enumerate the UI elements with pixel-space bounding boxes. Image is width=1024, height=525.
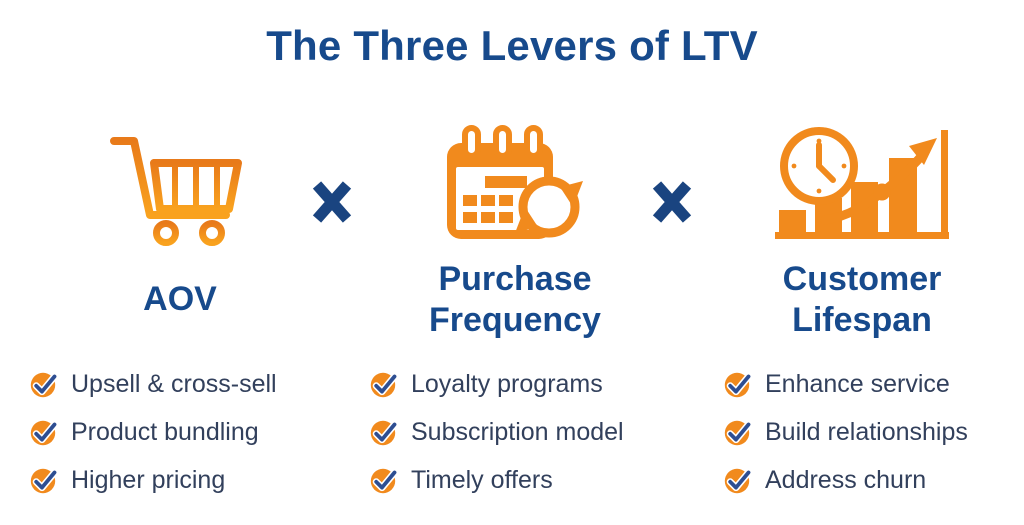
list-item: Enhance service — [724, 370, 1012, 399]
column-purchase-frequency: Purchase Frequency Loyalty programs Subs… — [362, 0, 668, 525]
list-item-label: Enhance service — [765, 370, 950, 398]
check-icon — [724, 467, 752, 495]
check-icon — [370, 467, 398, 495]
list-item-label: Product bundling — [71, 418, 259, 446]
check-icon — [724, 419, 752, 447]
column-aov: AOV Upsell & cross-sell Product bundling… — [22, 0, 338, 525]
multiply-icon — [302, 176, 362, 224]
list-item-label: Build relationships — [765, 418, 968, 446]
list-item: Higher pricing — [30, 466, 338, 495]
column-customer-lifespan: Customer Lifespan Enhance service Build … — [712, 0, 1012, 525]
column-heading: Customer Lifespan — [782, 259, 942, 339]
check-icon — [370, 371, 398, 399]
list-item-label: Upsell & cross-sell — [71, 370, 277, 398]
multiply-icon — [642, 176, 702, 224]
list-item-label: Timely offers — [411, 466, 553, 494]
column-heading: Purchase Frequency — [429, 259, 601, 339]
list-item: Build relationships — [724, 418, 1012, 447]
benefit-list: Enhance service Build relationships Addr… — [724, 370, 1012, 495]
list-item: Timely offers — [370, 466, 668, 495]
list-item-label: Subscription model — [411, 418, 624, 446]
check-icon — [370, 419, 398, 447]
check-icon — [724, 371, 752, 399]
list-item: Loyalty programs — [370, 370, 668, 399]
column-heading: AOV — [143, 280, 217, 319]
list-item: Product bundling — [30, 418, 338, 447]
calendar-recurring-icon — [362, 116, 668, 252]
page-title: The Three Levers of LTV — [266, 22, 758, 69]
list-item-label: Address churn — [765, 466, 927, 494]
list-item-label: Loyalty programs — [411, 370, 603, 398]
list-item: Upsell & cross-sell — [30, 370, 338, 399]
benefit-list: Upsell & cross-sell Product bundling Hig… — [30, 370, 338, 495]
list-item: Address churn — [724, 466, 1012, 495]
list-item-label: Higher pricing — [71, 466, 226, 494]
check-icon — [30, 419, 58, 447]
benefit-list: Loyalty programs Subscription model Time… — [370, 370, 668, 495]
check-icon — [30, 371, 58, 399]
check-icon — [30, 467, 58, 495]
growth-chart-clock-icon — [712, 116, 1012, 252]
shopping-cart-icon — [22, 116, 338, 252]
list-item: Subscription model — [370, 418, 668, 447]
